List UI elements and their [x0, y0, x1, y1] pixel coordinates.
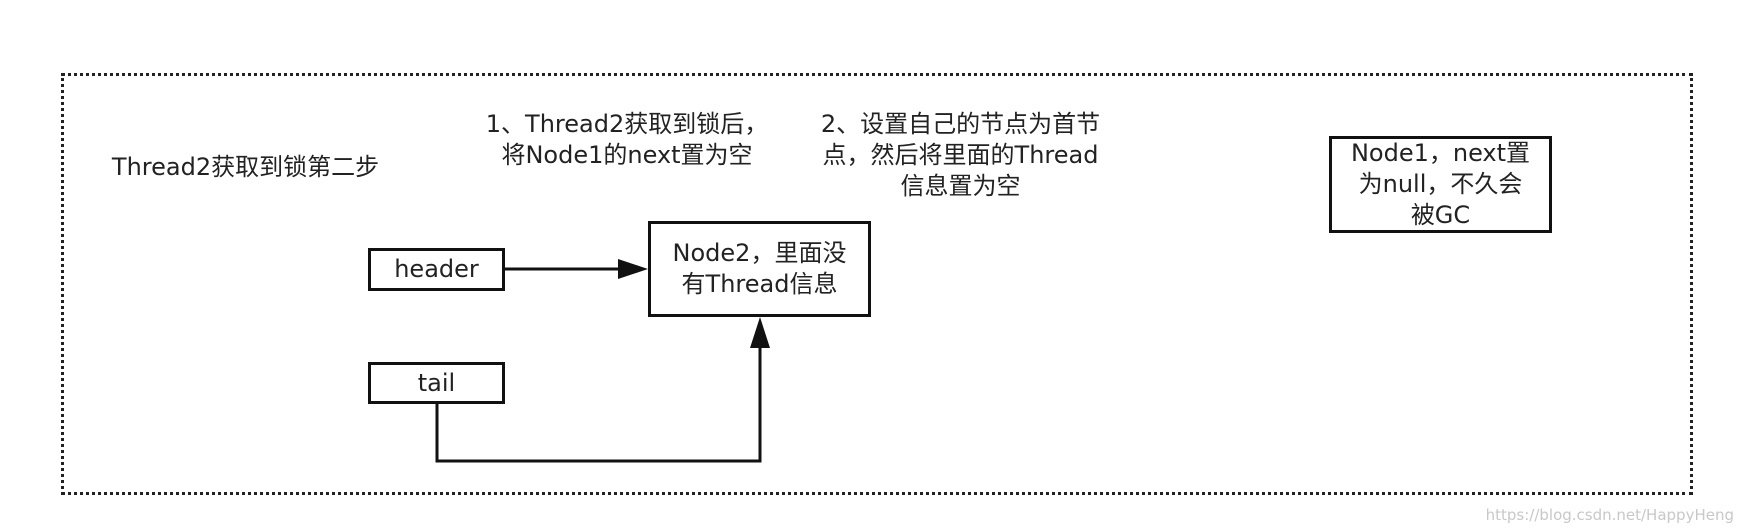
- diagram-frame: [61, 73, 1693, 495]
- step2-note: 2、设置自己的节点为首节点，然后将里面的Thread信息置为空: [820, 110, 1101, 200]
- node2-box: Node2，里面没有Thread信息: [648, 221, 871, 317]
- node1-box: Node1，next置为null，不久会被GC: [1329, 136, 1552, 233]
- header-to-node2-arrowhead: [618, 259, 648, 279]
- header-box: header: [368, 248, 505, 291]
- watermark-text: https://blog.csdn.net/HappyHeng: [1485, 506, 1734, 524]
- tail-to-node2-arrow-line: [435, 346, 762, 463]
- tail-box: tail: [368, 362, 505, 404]
- tail-to-node2-arrowhead: [750, 317, 770, 348]
- caption-text: Thread2获取到锁第二步: [111, 153, 380, 181]
- step1-note: 1、Thread2获取到锁后，将Node1的next置为空: [485, 110, 769, 169]
